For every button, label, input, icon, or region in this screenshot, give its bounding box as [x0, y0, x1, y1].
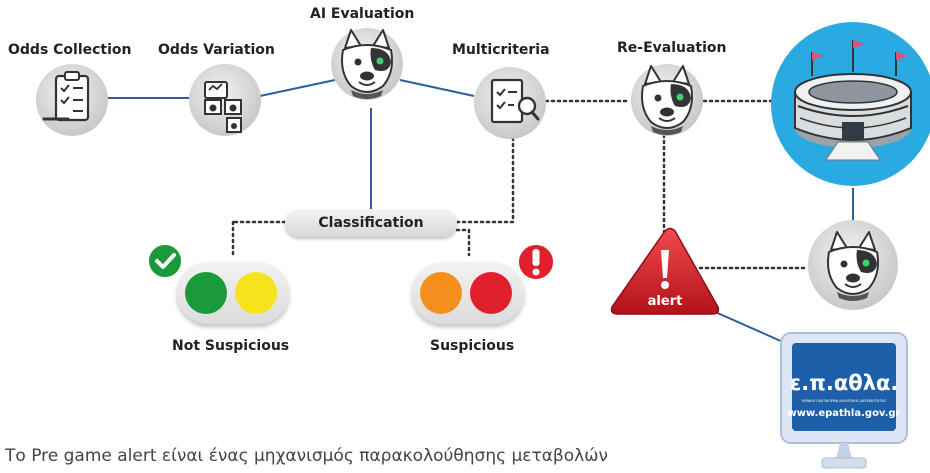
step-label-ai-evaluation: AI Evaluation [310, 6, 415, 22]
bulldog-robot-icon [331, 28, 403, 100]
checkmark-icon [147, 243, 183, 279]
suspicious-lights [412, 262, 524, 324]
dotted-connectors [231, 99, 810, 270]
document-magnifier-icon [474, 67, 546, 139]
step-label-multicriteria: Multicriteria [452, 42, 550, 58]
orange-light [420, 272, 462, 314]
exclamation-icon [517, 243, 555, 281]
step-label-odds-collection: Odds Collection [8, 42, 132, 58]
step-label-odds-variation: Odds Variation [158, 42, 275, 58]
classification-pill: Classification [285, 209, 457, 237]
not-suspicious-label: Not Suspicious [172, 338, 290, 354]
bulldog-robot-icon [631, 64, 703, 136]
description-text: Το Pre game alert είναι ένας μηχανισμός … [5, 446, 608, 466]
logo-brand: ε.π.αθλα. [790, 371, 899, 395]
bulldog-robot-icon [808, 220, 898, 310]
stadium-icon [771, 22, 930, 186]
not-suspicious-lights [177, 262, 289, 324]
alert-label: alert [648, 294, 683, 309]
suspicious-label: Suspicious [430, 338, 515, 354]
green-light [185, 272, 227, 314]
yellow-light [235, 272, 277, 314]
step-label-re-evaluation: Re-Evaluation [617, 40, 727, 56]
clipboard-checklist-icon [36, 64, 108, 136]
red-light [470, 272, 512, 314]
jars-chart-icon [189, 64, 261, 136]
warning-triangle-icon [610, 227, 720, 315]
monitor-icon [780, 332, 908, 469]
logo-small-text: ΕΘΝΙΚΗ ΠΛΑΤΦΟΡΜΑ ΑΘΛΗΤΙΚΗΣ ΑΚΕΡΑΙΟΤΗΤΑΣ [802, 399, 886, 403]
solid-connectors [108, 79, 854, 347]
logo-url: www.epathla.gov.gr [787, 408, 900, 419]
